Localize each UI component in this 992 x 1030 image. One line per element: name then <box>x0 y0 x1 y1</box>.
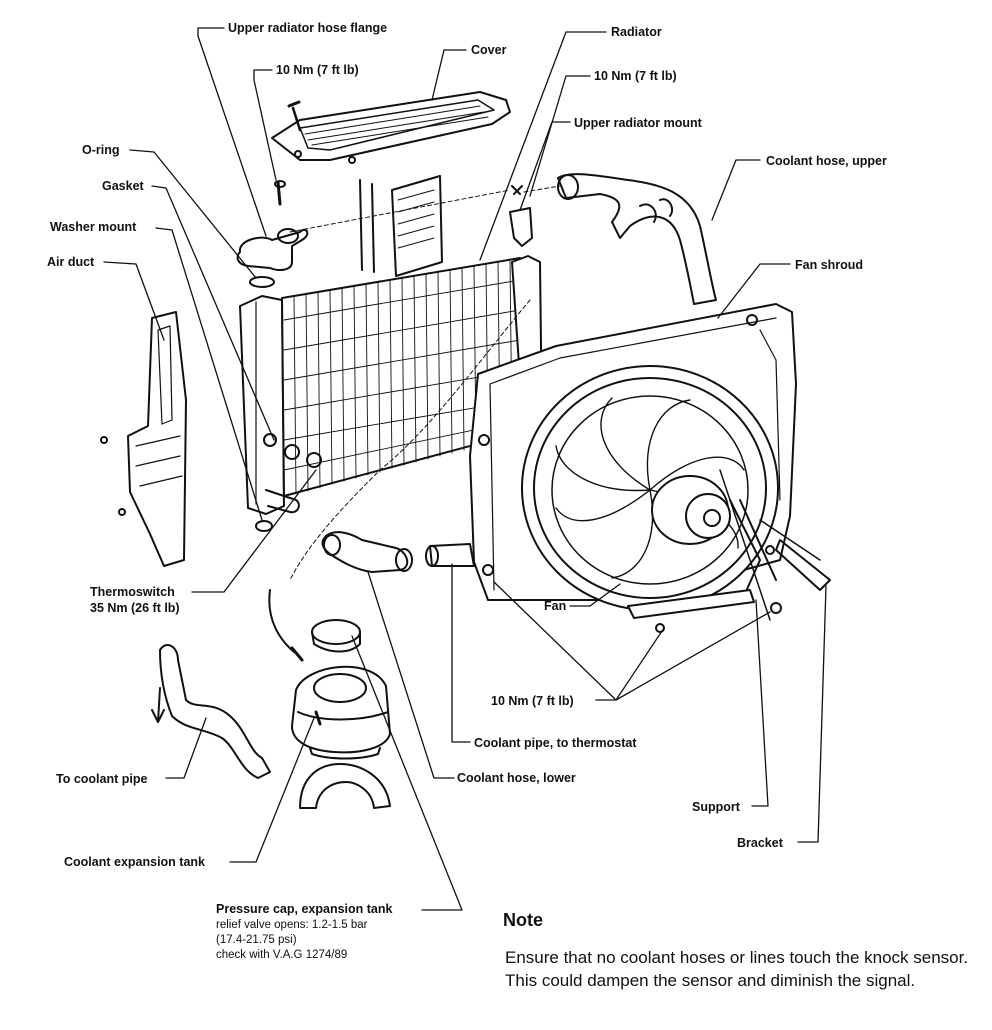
label-cover: Cover <box>471 43 507 57</box>
label-torque-10nm-bottom: 10 Nm (7 ft lb) <box>491 694 574 708</box>
label-relief-valve-line1: relief valve opens: 1.2-1.5 bar <box>216 919 368 931</box>
pressure-cap-part <box>311 619 361 653</box>
label-coolant-hose-upper: Coolant hose, upper <box>766 154 887 168</box>
routing-lines <box>289 185 561 581</box>
label-relief-valve-line2: (17.4-21.75 psi) <box>216 934 297 946</box>
coolant-hose-lower-part <box>321 531 413 573</box>
air-duct-part <box>100 311 187 567</box>
label-fan: Fan <box>544 599 567 613</box>
label-thermoswitch: Thermoswitch <box>90 585 175 599</box>
note-heading: Note <box>503 910 543 930</box>
label-bracket: Bracket <box>737 836 783 850</box>
label-washer-mount: Washer mount <box>50 220 137 234</box>
leader-lines <box>103 27 827 911</box>
cover-part <box>271 91 511 164</box>
label-coolant-hose-lower: Coolant hose, lower <box>457 771 576 785</box>
label-thermoswitch-torque: 35 Nm (26 ft lb) <box>90 601 180 615</box>
air-guide-part <box>359 175 443 277</box>
label-coolant-pipe-to-thermostat: Coolant pipe, to thermostat <box>474 736 637 750</box>
to-coolant-pipe-hose-part <box>151 589 304 779</box>
label-support: Support <box>692 800 740 814</box>
label-fan-shroud: Fan shroud <box>795 258 864 272</box>
label-coolant-expansion-tank: Coolant expansion tank <box>64 855 205 869</box>
label-check-with: check with V.A.G 1274/89 <box>216 949 348 961</box>
label-upper-radiator-mount: Upper radiator mount <box>574 116 702 130</box>
note-body: Ensure that no coolant hoses or lines to… <box>505 948 969 990</box>
fan-part <box>551 395 831 633</box>
coolant-pipe-thermostat-part <box>425 543 475 567</box>
label-to-coolant-pipe: To coolant pipe <box>56 772 148 786</box>
label-torque-10nm-right: 10 Nm (7 ft lb) <box>594 69 677 83</box>
label-gasket: Gasket <box>102 179 144 193</box>
coolant-expansion-tank-part <box>291 665 391 809</box>
upper-hose-flange-part <box>236 180 309 288</box>
upper-radiator-mount-part <box>509 185 533 247</box>
label-pressure-cap: Pressure cap, expansion tank <box>216 902 393 916</box>
label-o-ring: O-ring <box>82 143 120 157</box>
coolant-hose-upper-part <box>557 173 717 305</box>
label-air-duct: Air duct <box>47 255 95 269</box>
label-upper-radiator-hose-flange: Upper radiator hose flange <box>228 21 388 35</box>
label-torque-10nm-left: 10 Nm (7 ft lb) <box>276 63 359 77</box>
label-radiator: Radiator <box>611 25 662 39</box>
